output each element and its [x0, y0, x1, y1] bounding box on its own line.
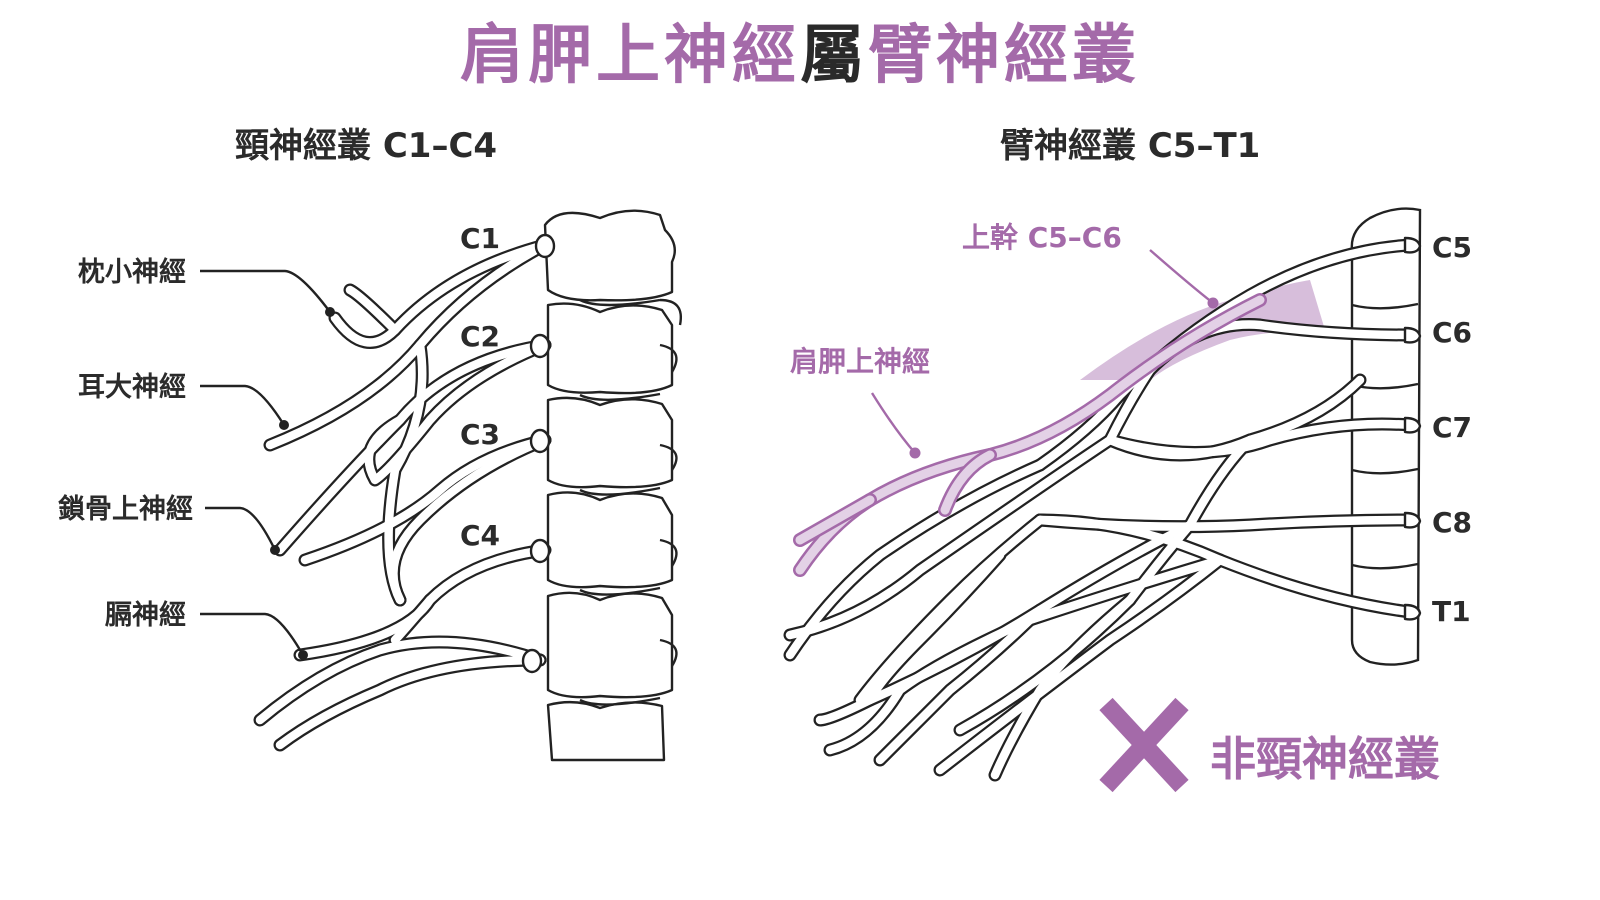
label-phrenic-nerve: 膈神經 — [104, 599, 186, 631]
level-label-t1: T1 — [1432, 595, 1471, 628]
level-label-c6: C6 — [1432, 316, 1472, 349]
level-label-c5: C5 — [1432, 231, 1472, 264]
level-label-c4: C4 — [460, 519, 500, 552]
vertebra-c2 — [546, 302, 674, 395]
cervical-nerves — [253, 233, 556, 752]
brachial-plexus-title: 臂神經叢 C5–T1 — [1000, 126, 1261, 166]
suprascapular-label: 肩胛上神經 — [790, 345, 930, 378]
level-label-c7: C7 — [1432, 411, 1472, 444]
level-label-c8: C8 — [1432, 506, 1472, 539]
brachial-nerves — [783, 236, 1422, 782]
main-title: 肩胛上神經屬臂神經叢 — [0, 14, 1600, 98]
cross-mark-icon — [1099, 697, 1189, 793]
title-part-belongs: 屬 — [800, 19, 868, 93]
vertebra-c1 — [543, 209, 676, 302]
title-part-plexus: 臂神經叢 — [868, 19, 1140, 93]
brachial-leader-dots — [909, 297, 1219, 459]
cervical-leader-dots — [270, 307, 335, 660]
cervical-spine — [543, 209, 682, 762]
level-label-c2: C2 — [460, 320, 500, 353]
cervical-leaders — [200, 269, 331, 656]
vertebra-c5 — [546, 591, 674, 699]
level-label-c3: C3 — [460, 418, 500, 451]
level-label-c1: C1 — [460, 222, 500, 255]
suprascapular-nerve — [793, 293, 1267, 577]
label-lesser-occipital-nerve: 枕小神經 — [78, 256, 186, 288]
thoracic-spine — [1350, 207, 1422, 666]
cervical-plexus-title: 頸神經叢 C1–C4 — [235, 126, 498, 166]
vertebra-c4 — [546, 491, 674, 589]
upper-trunk-label: 上幹 C5–C6 — [962, 221, 1122, 254]
verdict-text: 非頸神經叢 — [1210, 732, 1440, 786]
title-part-nerve: 肩胛上神經 — [460, 19, 800, 93]
vertebra-c6 — [546, 700, 666, 762]
label-great-auricular-nerve: 耳大神經 — [78, 371, 186, 403]
vertebra-c3 — [546, 396, 674, 489]
label-supraclavicular-nerve: 鎖骨上神經 — [58, 493, 193, 525]
brachial-leaders — [870, 249, 1214, 454]
